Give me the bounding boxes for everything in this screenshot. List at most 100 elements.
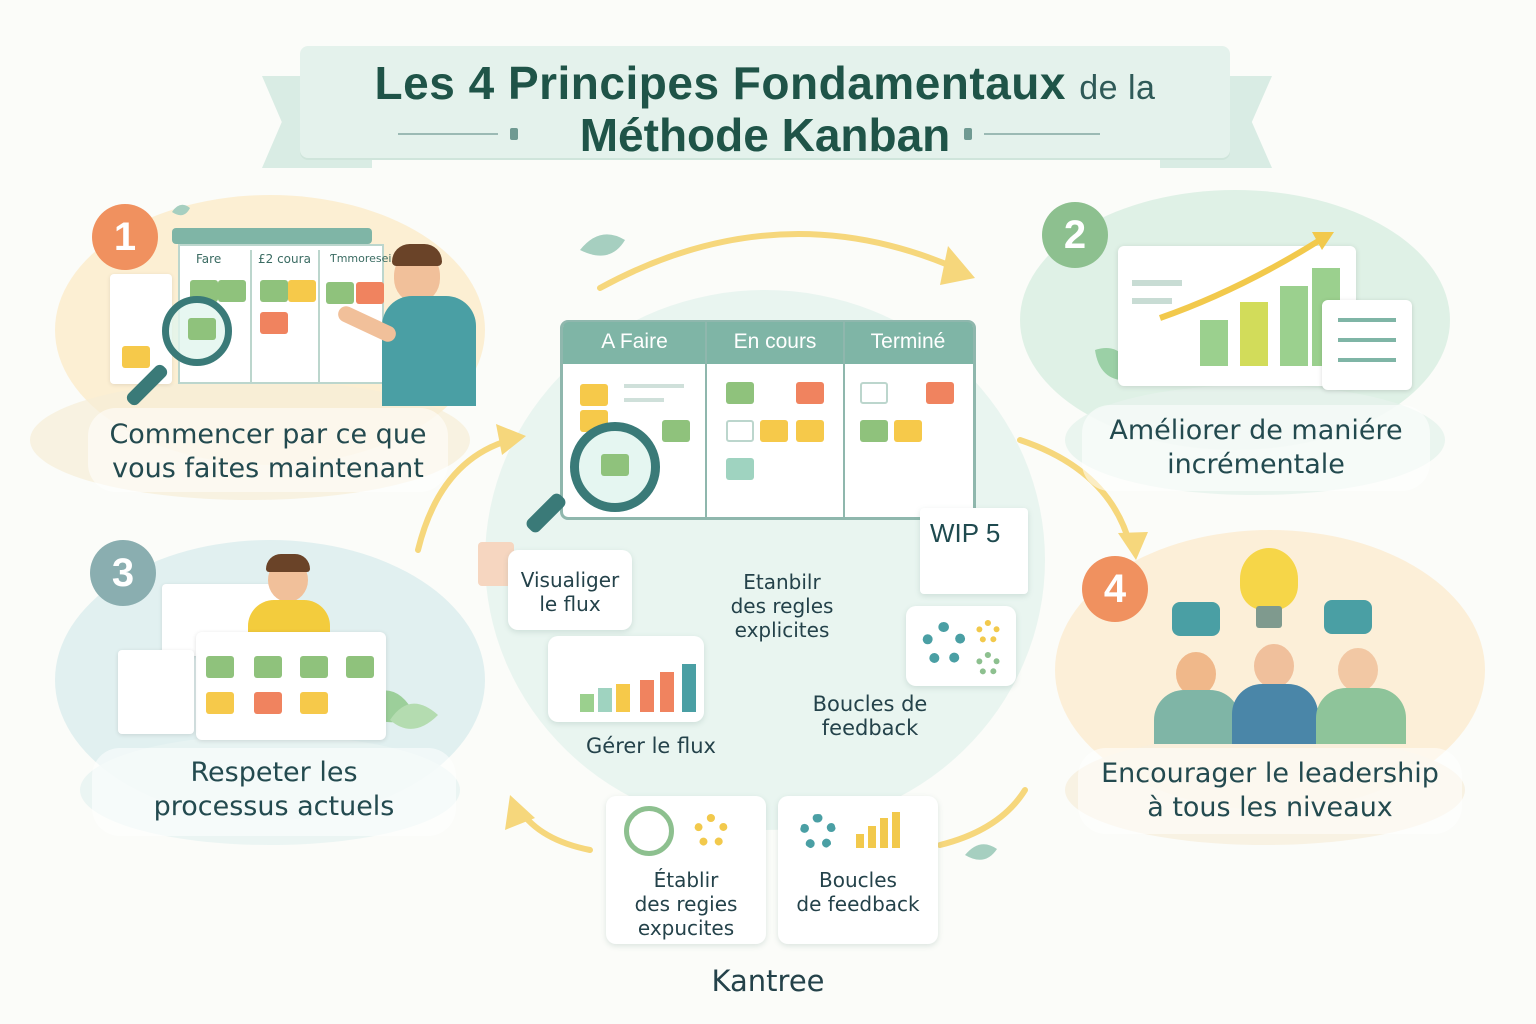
title-divider-dot-left [510, 128, 518, 140]
person-body-icon [1232, 684, 1318, 744]
principle-1-card [260, 312, 288, 334]
practice-establish-line2: des regles [730, 594, 834, 618]
principle-1-col1: Fare [196, 252, 222, 266]
kanban-column-separator [843, 322, 845, 518]
principle-1-caption-line2: vous faites maintenant [112, 453, 424, 484]
page-title-main: Les 4 Principes Fondamentaux [374, 57, 1066, 109]
kanban-card [726, 458, 754, 480]
practice-feedback-label: Boucles de feedback [790, 692, 950, 740]
bottom-establish-line1: Établir [653, 868, 719, 892]
kanban-card [662, 420, 690, 442]
principle-1-col-sep [318, 250, 320, 382]
bottom-feedback-label: Boucles de feedback [778, 868, 938, 916]
principle-4-number-badge: 4 [1082, 556, 1148, 622]
principle-3-process-board [196, 632, 386, 740]
practice-visualize-line1: Visualiger [520, 568, 620, 592]
growth-bar [1280, 286, 1308, 366]
gear-icon [694, 814, 728, 848]
person-head-icon [1176, 652, 1216, 696]
flow-bar [598, 688, 612, 712]
person-body-icon [1154, 690, 1240, 744]
checklist-line [1338, 318, 1396, 322]
principle-1-card [288, 280, 316, 302]
practice-feedback-line2: feedback [821, 716, 919, 740]
magnifier-icon [570, 422, 660, 512]
principle-1-card [326, 282, 354, 304]
wip-limit-label: WIP 5 [930, 518, 1001, 548]
gear-icon [800, 814, 836, 850]
gear-icon [922, 622, 966, 666]
bottom-establish-line3: expucites [637, 916, 735, 940]
principle-4-caption-line1: Encourager le leadership [1101, 758, 1439, 789]
principle-1-caption-box [88, 408, 448, 492]
principle-2-number-badge: 2 [1042, 202, 1108, 268]
brand-name: Kantree [711, 964, 825, 998]
feedback-bar [892, 812, 900, 848]
principle-1-card [188, 318, 216, 340]
principle-2-caption-box [1082, 405, 1430, 491]
principle-1-col3: Ƭmmoresei [330, 252, 392, 265]
chat-bubble-icon [1172, 602, 1220, 636]
process-card [206, 692, 234, 714]
practice-establish-line1: Etanbilr [743, 570, 821, 594]
person-body-icon [382, 296, 476, 406]
person-head-icon [1254, 644, 1294, 688]
process-card [300, 692, 328, 714]
process-card [300, 656, 328, 678]
kanban-card [726, 420, 754, 442]
wip-limit-card [920, 508, 1028, 594]
checklist-icon [1322, 300, 1412, 390]
kanban-board-header [563, 322, 973, 364]
kanban-card [894, 420, 922, 442]
principle-3-caption-box [92, 748, 456, 836]
kanban-card [601, 454, 629, 476]
principle-3-caption-line1: Respeter les [190, 757, 358, 788]
process-card [346, 656, 374, 678]
kanban-column-doing: En cours [733, 330, 817, 353]
title-divider-dot-right [964, 128, 972, 140]
chat-bubble-icon [1324, 600, 1372, 634]
principle-2-caption-line2: incrémentale [1167, 449, 1345, 480]
process-card [206, 656, 234, 678]
page-title-line2: Méthode Kanban [579, 109, 951, 161]
practice-visualize-line2: le flux [539, 592, 601, 616]
kanban-column-todo: A Faire [601, 330, 668, 353]
principle-2-caption: Améliorer de maniére incrémentale [1082, 414, 1430, 482]
kanban-card [796, 382, 824, 404]
growth-bar [1200, 320, 1228, 366]
person-body-icon [248, 600, 330, 636]
principle-1-card [356, 282, 384, 304]
process-card [254, 656, 282, 678]
principle-1-caption: Commencer par ce que vous faites mainten… [88, 418, 448, 486]
page-title-small: de la [1079, 69, 1156, 107]
chart-line-deco [1132, 298, 1172, 304]
title-divider-right [984, 133, 1100, 135]
practice-establish-line3: explicites [734, 618, 830, 642]
title-banner [300, 46, 1230, 158]
practice-visualize-label: Visualiger le flux [508, 568, 632, 616]
kanban-line [624, 398, 664, 402]
bottom-feedback-line2: de feedback [796, 892, 920, 916]
principle-3-note-sheet [118, 650, 194, 734]
page-title-line1: Les 4 Principes Fondamentaux de la [300, 56, 1230, 110]
principle-1-board-top [172, 228, 372, 244]
kanban-card [760, 420, 788, 442]
person-body-icon [1316, 688, 1406, 744]
bottom-feedback-line1: Boucles [819, 868, 897, 892]
flow-bar [580, 694, 594, 712]
principle-1-card [260, 280, 288, 302]
kanban-card [926, 382, 954, 404]
feedback-bar [880, 818, 888, 848]
lightbulb-icon [1240, 548, 1298, 610]
kanban-card [860, 420, 888, 442]
practice-establish-label: Etanbilr des regles explicites [712, 570, 852, 642]
principle-3-caption: Respeter les processus actuels [92, 756, 456, 824]
pause-circle-icon [624, 806, 674, 856]
kanban-card [796, 420, 824, 442]
gear-icon [976, 652, 1000, 676]
principle-1-number-badge: 1 [92, 204, 158, 270]
principle-4-caption: Encourager le leadership à tous les nive… [1078, 757, 1462, 825]
feedback-bar [856, 834, 864, 848]
principle-1-col-sep [250, 250, 252, 382]
